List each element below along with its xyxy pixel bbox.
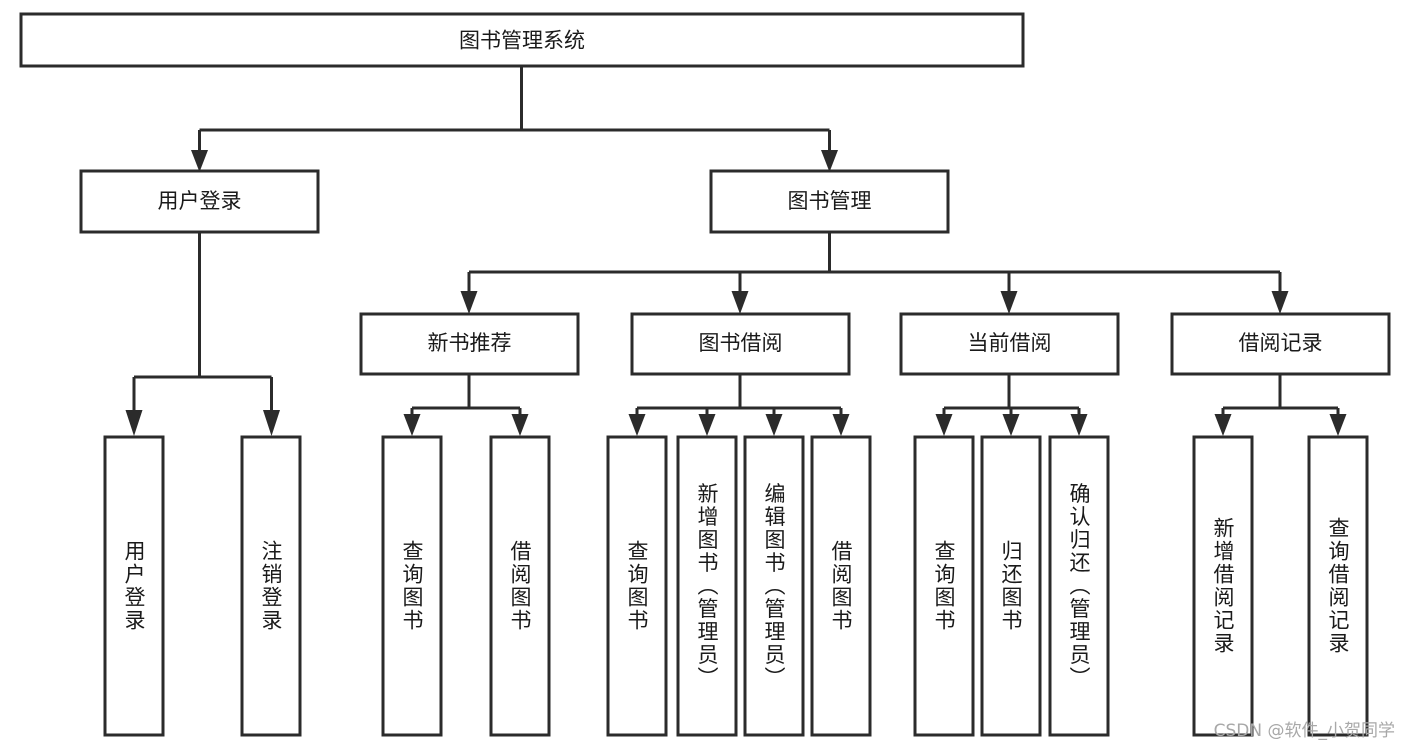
arrowhead-leaf-query-book-1 — [403, 414, 421, 436]
node-root-box[interactable] — [19, 12, 1025, 68]
node-leaf-return-book-label: 归还图书 — [999, 540, 1023, 632]
node-leaf-logout-login-box[interactable] — [240, 435, 302, 737]
node-new-book-recommend-label: 新书推荐 — [428, 331, 512, 355]
node-leaf-query-book-3-box[interactable] — [913, 435, 975, 737]
node-leaf-confirm-return-label: 确认归还（管理员） — [1067, 483, 1091, 690]
node-leaf-user-login[interactable]: 用户登录 — [103, 435, 165, 737]
node-leaf-query-book-2[interactable]: 查询图书 — [606, 435, 668, 737]
node-book-manage-label: 图书管理 — [788, 189, 872, 213]
node-new-book-recommend[interactable]: 新书推荐 — [359, 312, 580, 376]
node-book-borrow-label: 图书借阅 — [699, 331, 783, 355]
node-leaf-borrow-book-1-label: 借阅图书 — [508, 540, 532, 632]
node-leaf-query-book-2-label: 查询图书 — [625, 540, 649, 632]
arrowhead-leaf-query-record — [1329, 414, 1347, 436]
node-leaf-add-record-label: 新增借阅记录 — [1211, 517, 1235, 655]
node-leaf-query-book-2-box[interactable] — [606, 435, 668, 737]
arrowhead-leaf-user-login — [125, 410, 143, 436]
arrowhead-book-borrow — [731, 291, 749, 314]
node-leaf-borrow-book-1-box[interactable] — [489, 435, 551, 737]
arrowhead-leaf-add-record — [1214, 414, 1232, 436]
node-leaf-query-book-3[interactable]: 查询图书 — [913, 435, 975, 737]
node-leaf-query-book-3-label: 查询图书 — [932, 540, 956, 632]
arrowhead-new-book-recommend — [460, 291, 478, 314]
node-borrow-record-box[interactable] — [1170, 312, 1391, 376]
node-leaf-borrow-book-2[interactable]: 借阅图书 — [810, 435, 872, 737]
node-leaf-confirm-return[interactable]: 确认归还（管理员） — [1048, 435, 1110, 737]
arrowhead-current-borrow — [1000, 291, 1018, 314]
node-user-login[interactable]: 用户登录 — [79, 169, 320, 234]
node-leaf-edit-book[interactable]: 编辑图书（管理员） — [743, 435, 805, 737]
node-leaf-query-book-1-label: 查询图书 — [400, 540, 424, 632]
node-leaf-add-record[interactable]: 新增借阅记录 — [1192, 435, 1254, 737]
node-leaf-user-login-box[interactable] — [103, 435, 165, 737]
node-book-borrow-box[interactable] — [630, 312, 851, 376]
node-current-borrow[interactable]: 当前借阅 — [899, 312, 1120, 376]
arrowhead-borrow-record — [1271, 291, 1289, 314]
arrowhead-user-login — [191, 150, 208, 172]
node-user-login-box[interactable] — [79, 169, 320, 234]
node-leaf-add-book-box[interactable] — [676, 435, 738, 737]
node-leaf-add-record-box[interactable] — [1192, 435, 1254, 737]
node-leaf-borrow-book-2-label: 借阅图书 — [829, 540, 853, 632]
node-leaf-confirm-return-box[interactable] — [1048, 435, 1110, 737]
node-leaf-query-book-1[interactable]: 查询图书 — [381, 435, 443, 737]
arrowhead-leaf-query-book-3 — [935, 414, 953, 436]
arrowhead-book-manage — [821, 150, 838, 172]
node-book-borrow[interactable]: 图书借阅 — [630, 312, 851, 376]
node-leaf-borrow-book-1[interactable]: 借阅图书 — [489, 435, 551, 737]
node-leaf-logout-login[interactable]: 注销登录 — [240, 435, 302, 737]
arrowhead-leaf-logout-login — [263, 410, 280, 436]
arrowhead-leaf-edit-book — [765, 414, 783, 436]
node-root-label: 图书管理系统 — [459, 29, 585, 53]
node-leaf-add-book[interactable]: 新增图书（管理员） — [676, 435, 738, 737]
arrowhead-leaf-query-book-2 — [628, 414, 646, 436]
connector-layer — [125, 66, 1347, 436]
arrowhead-leaf-confirm-return — [1070, 414, 1088, 436]
arrowhead-leaf-return-book — [1002, 414, 1020, 436]
node-leaf-query-record-label: 查询借阅记录 — [1326, 517, 1350, 655]
arrowhead-leaf-add-book — [698, 414, 716, 436]
node-book-manage[interactable]: 图书管理 — [709, 169, 950, 234]
node-leaf-logout-login-label: 注销登录 — [259, 540, 283, 632]
node-leaf-return-book[interactable]: 归还图书 — [980, 435, 1042, 737]
node-current-borrow-label: 当前借阅 — [968, 331, 1052, 355]
arrowhead-leaf-borrow-book-2 — [832, 414, 850, 436]
arrowhead-leaf-borrow-book-1 — [511, 414, 529, 436]
node-leaf-add-book-label: 新增图书（管理员） — [695, 483, 719, 690]
node-leaf-query-record-box[interactable] — [1307, 435, 1369, 737]
node-leaf-return-book-box[interactable] — [980, 435, 1042, 737]
node-borrow-record[interactable]: 借阅记录 — [1170, 312, 1391, 376]
node-root[interactable]: 图书管理系统 — [19, 12, 1025, 68]
node-leaf-user-login-label: 用户登录 — [122, 540, 146, 632]
node-leaf-edit-book-label: 编辑图书（管理员） — [762, 483, 786, 690]
node-user-login-label: 用户登录 — [158, 189, 242, 213]
node-leaf-query-book-1-box[interactable] — [381, 435, 443, 737]
node-new-book-recommend-box[interactable] — [359, 312, 580, 376]
node-leaf-edit-book-box[interactable] — [743, 435, 805, 737]
node-book-manage-box[interactable] — [709, 169, 950, 234]
node-leaf-query-record[interactable]: 查询借阅记录 — [1307, 435, 1369, 737]
node-borrow-record-label: 借阅记录 — [1239, 331, 1323, 355]
node-leaf-borrow-book-2-box[interactable] — [810, 435, 872, 737]
node-current-borrow-box[interactable] — [899, 312, 1120, 376]
